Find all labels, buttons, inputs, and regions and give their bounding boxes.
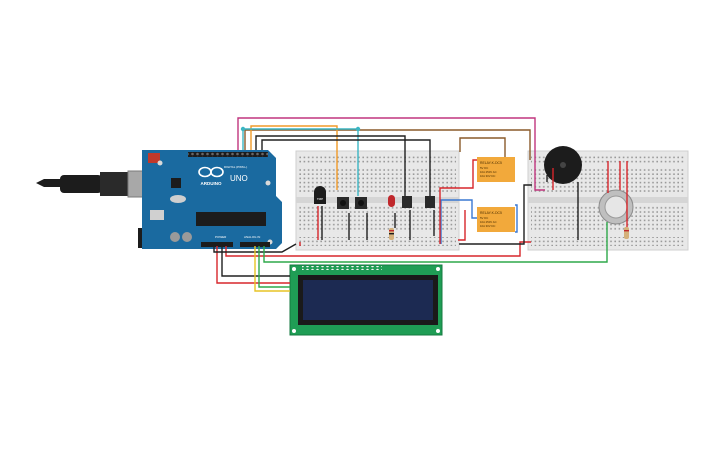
- pushbutton-1-icon[interactable]: [337, 197, 349, 209]
- power-header-label: POWER: [215, 235, 227, 239]
- wires: [213, 117, 628, 292]
- relay-2-line-2: 10A 250V AC: [480, 220, 497, 224]
- relay-2[interactable]: RELAY-K-DC5 5V DC 10A 250V AC 10A 30V DC: [477, 207, 515, 232]
- arduino-uno-board[interactable]: ARDUINO UNO DIGITAL (PWM~) POWER ANALOG …: [142, 150, 282, 249]
- svg-text:TMP: TMP: [317, 197, 323, 201]
- relay-2-part: RELAY-K-DC5: [480, 211, 502, 215]
- lcd-screen: [303, 280, 433, 320]
- resistor-icon: [624, 227, 629, 239]
- relay-1-line-2: 10A 250V AC: [480, 170, 497, 174]
- arduino-logo-icon: [198, 166, 224, 178]
- relay-1-line-3: 10A 30V DC: [480, 174, 495, 178]
- arduino-model: UNO: [230, 174, 248, 183]
- atmega-chip: [196, 212, 266, 226]
- relay-1-line-1: 5V DC: [480, 166, 488, 170]
- gas-sensor-icon[interactable]: [598, 189, 634, 225]
- lcd-16x2-icon[interactable]: [289, 264, 443, 336]
- relay-1[interactable]: RELAY-K-DC5 5V DC 10A 250V AC 10A 30V DC: [477, 157, 515, 182]
- analog-header-label: ANALOG IN: [244, 235, 260, 239]
- transistor-2-icon[interactable]: [425, 196, 435, 208]
- piezo-buzzer-icon[interactable]: [544, 146, 582, 184]
- capacitor: [170, 232, 180, 242]
- breadboard-left[interactable]: [295, 150, 460, 251]
- relay-2-line-1: 5V DC: [480, 216, 488, 220]
- crystal: [170, 195, 186, 203]
- transistor-1-icon[interactable]: [402, 196, 412, 208]
- red-led-icon[interactable]: [388, 195, 395, 207]
- usb-cable-icon[interactable]: [36, 170, 161, 198]
- relay-1-part: RELAY-K-DC5: [480, 161, 502, 165]
- arduino-brand: ARDUINO: [201, 181, 222, 186]
- reset-button: [148, 153, 160, 163]
- temperature-sensor-icon[interactable]: TMP: [314, 186, 326, 204]
- digital-header-label: DIGITAL (PWM~): [224, 165, 247, 169]
- relay-2-line-3: 10A 30V DC: [480, 224, 495, 228]
- pushbutton-2-icon[interactable]: [355, 197, 367, 209]
- capacitor: [182, 232, 192, 242]
- analog-header: [240, 242, 270, 247]
- resistor-icon: [389, 228, 394, 240]
- power-header: [201, 242, 233, 247]
